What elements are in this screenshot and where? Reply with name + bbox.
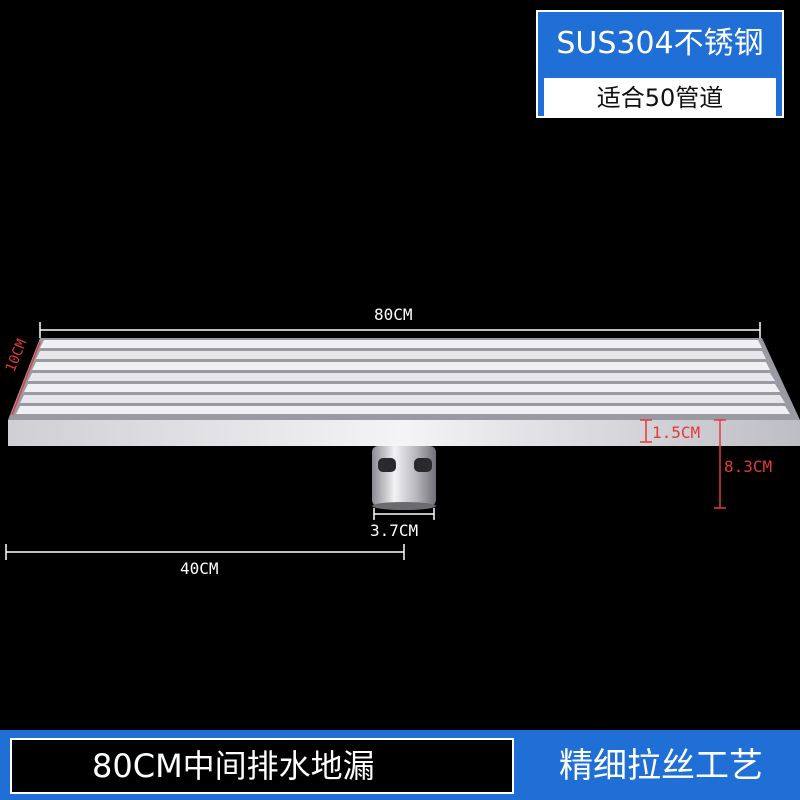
drain-pipe <box>372 446 436 510</box>
spec-box: SUS304不锈钢 适合50管道 <box>536 10 784 118</box>
half-length-label: 40CM <box>180 559 219 578</box>
width-dimension-line <box>11 341 41 416</box>
grate-bars <box>16 340 790 414</box>
material-label: SUS304不锈钢 <box>556 26 764 61</box>
product-name: 80CM中间排水地漏 <box>10 738 514 794</box>
total-height-dimension-line <box>714 419 726 509</box>
feature-label: 精细拉丝工艺 <box>559 746 763 786</box>
pipe-fit-label: 适合50管道 <box>544 78 776 118</box>
half-length-dimension-line <box>5 544 405 560</box>
length-label: 80CM <box>374 305 413 324</box>
length-dimension-line <box>39 322 761 338</box>
pipe-diameter-label: 3.7CM <box>370 521 419 540</box>
drain-body <box>8 338 800 446</box>
edge-height-dimension-line <box>640 419 652 443</box>
pipe-dimension-line <box>373 508 435 520</box>
footer-bar: 80CM中间排水地漏 精细拉丝工艺 <box>0 730 800 800</box>
edge-height-label: 1.5CM <box>652 423 701 442</box>
total-height-label: 8.3CM <box>724 457 773 476</box>
